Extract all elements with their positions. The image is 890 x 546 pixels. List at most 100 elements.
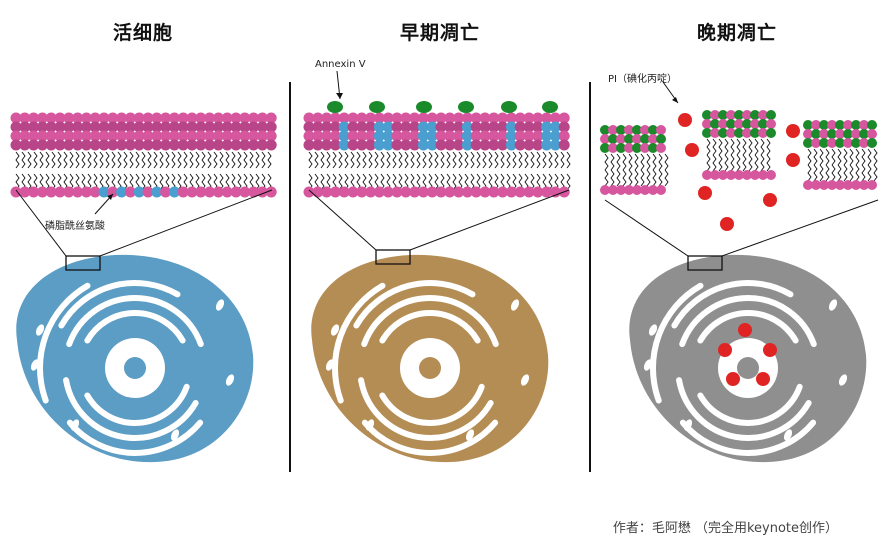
lipid-head	[417, 186, 429, 198]
lipid-head	[497, 130, 509, 142]
lipid-head	[400, 186, 412, 198]
lipid-head	[726, 128, 736, 138]
lipid-head	[819, 120, 829, 130]
lipid-head	[54, 130, 66, 142]
lipid-head	[221, 186, 233, 198]
lipid-head	[726, 110, 736, 120]
lipid-head	[766, 110, 776, 120]
lipid-head	[803, 120, 813, 130]
lipid-head	[742, 128, 752, 138]
organelle-arc	[676, 377, 812, 441]
lipid-head	[195, 130, 207, 142]
lipid-head	[488, 139, 500, 151]
lipid-head	[702, 170, 712, 180]
lipid-head	[851, 138, 861, 148]
lipid-head	[63, 112, 75, 124]
lipid-head	[766, 170, 776, 180]
lipid-head	[80, 130, 92, 142]
organelle-dot	[520, 374, 530, 386]
lipid-head	[435, 121, 447, 133]
lipid-head	[373, 186, 385, 198]
lipid-head	[758, 119, 768, 129]
lipid-head	[124, 139, 136, 151]
organelle-arc	[697, 383, 803, 426]
lipid-head	[373, 112, 385, 124]
lipid-head	[523, 112, 535, 124]
lipid-head	[811, 129, 821, 139]
lipid-head	[532, 139, 544, 151]
lipid-head	[558, 139, 570, 151]
pi-molecule	[726, 372, 740, 386]
lipid-head	[321, 186, 333, 198]
lipid-head	[160, 112, 172, 124]
lipid-head	[382, 139, 394, 151]
lipid-head	[656, 134, 666, 144]
pi-molecule	[786, 153, 800, 167]
annexin-arrow	[336, 93, 343, 99]
lipid-head	[347, 121, 359, 133]
lipid-head	[312, 112, 324, 124]
lipid-head	[461, 130, 473, 142]
lipid-head	[124, 121, 136, 133]
lipid-head	[19, 130, 31, 142]
lipid-head	[726, 170, 736, 180]
pi-molecule	[678, 113, 692, 127]
lipid-head	[514, 130, 526, 142]
lipid-head	[19, 139, 31, 151]
lipid-head	[766, 128, 776, 138]
lipid-head	[303, 130, 315, 142]
lipid-head	[470, 121, 482, 133]
lipid-head	[248, 186, 260, 198]
lipid-head	[541, 130, 553, 142]
lipid-head	[160, 186, 172, 198]
lipid-head	[409, 121, 421, 133]
lipid-head	[435, 186, 447, 198]
lipid-head	[151, 121, 163, 133]
lipid-head	[80, 121, 92, 133]
lipid-head	[758, 170, 768, 180]
organelle-arc	[361, 295, 499, 348]
lipid-head	[338, 112, 350, 124]
lipid-head	[204, 186, 216, 198]
lipid-head	[742, 110, 752, 120]
lipid-head	[718, 119, 728, 129]
label-annexin-v: Annexin V	[315, 59, 366, 70]
lipid-head	[444, 139, 456, 151]
lipid-head	[444, 112, 456, 124]
lipid-head	[151, 112, 163, 124]
lipid-head	[10, 121, 22, 133]
organelle-dot	[828, 299, 838, 311]
organelle-dot	[648, 324, 658, 336]
organelle-arc	[66, 295, 204, 348]
lipid-head	[204, 112, 216, 124]
lipid-head	[133, 139, 145, 151]
lipid-head	[89, 186, 101, 198]
membrane-live	[10, 112, 277, 198]
lipid-head	[186, 130, 198, 142]
lipid-head	[45, 130, 57, 142]
lipid-head	[265, 121, 277, 133]
lipid-head	[365, 139, 377, 151]
lipid-head	[616, 143, 626, 153]
organelle-arc	[679, 419, 817, 456]
lipid-head	[347, 130, 359, 142]
pi-molecule	[720, 217, 734, 231]
lipid-head	[212, 130, 224, 142]
organelle-dot	[325, 359, 335, 371]
organelle-dot	[465, 429, 475, 441]
lipid-head	[656, 185, 666, 195]
lipid-head	[116, 139, 128, 151]
lipid-head	[89, 130, 101, 142]
lipid-head	[107, 112, 119, 124]
annexin-v	[416, 101, 432, 113]
lipid-head	[742, 119, 752, 129]
lipid-head	[426, 186, 438, 198]
zoom-line	[604, 199, 689, 257]
organelle-dot	[330, 324, 340, 336]
organelle-dot	[365, 419, 375, 431]
lipid-head	[819, 180, 829, 190]
lipid-head	[819, 138, 829, 148]
lipid-head	[212, 139, 224, 151]
lipid-head	[435, 112, 447, 124]
